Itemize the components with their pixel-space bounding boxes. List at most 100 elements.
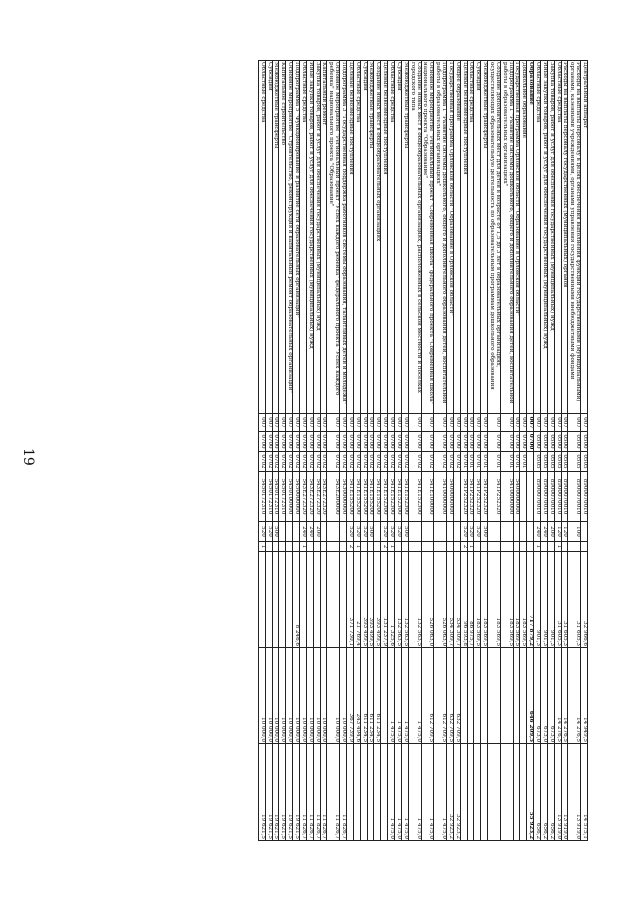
code-target: 8900070010 (554, 471, 562, 522)
code-admin: 007 (467, 413, 474, 432)
amount-2023: 13 919,0 (561, 743, 568, 841)
code-expense-type (453, 521, 461, 542)
amount-2022: 1 475,0 (387, 647, 395, 744)
code-admin: 007 (292, 413, 300, 432)
amount-2021 (326, 551, 340, 648)
amount-2021: 132 563,5 (408, 551, 422, 648)
code-admin: 007 (265, 413, 273, 432)
row-name: Основное мероприятие "Строительство, рек… (285, 60, 293, 414)
amount-2023: 1 475,0 (433, 743, 447, 841)
code-admin: 007 (500, 413, 514, 432)
code-section: 0700 (401, 431, 409, 452)
code-subsection: 0702 (408, 451, 422, 472)
code-admin: 007 (320, 413, 327, 432)
code-target: 541E152300 (380, 471, 388, 522)
code-expense-type: 520 (353, 521, 361, 542)
code-funding-source (320, 541, 327, 552)
amount-2022 (473, 647, 481, 744)
code-subsection: 0701 (460, 451, 468, 472)
code-expense-type: 240 (299, 521, 307, 542)
code-target: 5450172310 (278, 471, 286, 522)
code-funding-source (446, 541, 454, 552)
amount-2023 (367, 743, 374, 841)
code-subsection: 0702 (453, 451, 461, 472)
row-name: Межбюджетные трансферты (367, 60, 374, 414)
code-funding-source (285, 541, 293, 552)
code-funding-source (313, 541, 321, 552)
code-funding-source (360, 541, 368, 552)
row-name: Капитальное строительство (278, 60, 286, 414)
code-subsection: 0702 (339, 451, 347, 472)
code-expense-type: 500 (272, 521, 279, 542)
code-target: 541P252320 (467, 471, 474, 522)
amount-2023 (346, 743, 354, 841)
amount-2021: 31 605,3 (561, 551, 568, 648)
code-section: 0700 (433, 431, 447, 452)
amount-2022 (487, 647, 501, 744)
code-section: 0500 (580, 431, 588, 452)
row-name: Областные средства (554, 60, 562, 414)
code-admin: 007 (258, 413, 266, 432)
amount-2023: 11 826,7 (320, 743, 327, 841)
amount-2021: 183 569,5 (513, 551, 520, 648)
code-admin: 007 (353, 413, 361, 432)
amount-2022: 10 000,0 (306, 647, 314, 744)
row-name: Субсидии (394, 60, 402, 414)
amount-2023: 19 621,5 (258, 743, 266, 841)
code-section: 0700 (339, 431, 347, 452)
code-funding-source: 2 (346, 541, 354, 552)
code-section: 0700 (519, 431, 527, 452)
code-funding-source (292, 541, 300, 552)
code-target: 541P252320 (460, 471, 468, 522)
amount-2022 (460, 647, 468, 744)
code-admin: 007 (272, 413, 279, 432)
code-expense-type (580, 521, 588, 542)
amount-2023: 32 923,2 (446, 743, 454, 841)
code-funding-source: 2 (380, 541, 388, 552)
row-name: Межбюджетные трансферты (272, 60, 279, 414)
row-name: Областные средства (353, 60, 361, 414)
code-admin: 007 (387, 413, 395, 432)
code-expense-type: 200 (547, 521, 555, 542)
row-name: Иные закупки товаров, работ и услуг для … (306, 60, 314, 414)
code-target: 8900070010 (580, 471, 588, 522)
row-name: Областные средства (533, 60, 541, 414)
code-expense-type (292, 521, 300, 542)
code-admin: 007 (313, 413, 321, 432)
code-admin: 007 (460, 413, 468, 432)
code-expense-type (513, 521, 520, 542)
amount-2021: 534 309,7 (446, 551, 454, 648)
code-funding-source: 2 (460, 541, 468, 552)
code-admin: 007 (339, 413, 347, 432)
code-expense-type: 120 (561, 521, 568, 542)
code-section: 0700 (380, 431, 388, 452)
row-name: Закупка товаров, работ и услуг для обесп… (313, 60, 321, 414)
code-subsection: 0701 (467, 451, 474, 472)
code-expense-type: 240 (306, 521, 314, 542)
code-section: 0700 (346, 431, 354, 452)
amount-2022: 612 709,5 (433, 647, 447, 744)
code-section: 0700 (421, 431, 434, 452)
code-section: 0700 (526, 431, 534, 452)
amount-2021: 132 563,5 (394, 551, 402, 648)
amount-2021 (339, 551, 347, 648)
amount-2021 (285, 551, 293, 648)
code-funding-source (421, 541, 434, 552)
amount-2022: 10 000,0 (326, 647, 340, 744)
code-section: 0700 (408, 431, 422, 452)
code-admin: 007 (367, 413, 374, 432)
code-subsection: 0702 (313, 451, 321, 472)
code-expense-type: 520 (387, 521, 395, 542)
row-name: Областные средства (387, 60, 395, 414)
code-subsection: 0702 (433, 451, 447, 472)
amount-2021 (272, 551, 279, 648)
code-subsection: 0702 (326, 451, 340, 472)
code-funding-source (367, 541, 374, 552)
